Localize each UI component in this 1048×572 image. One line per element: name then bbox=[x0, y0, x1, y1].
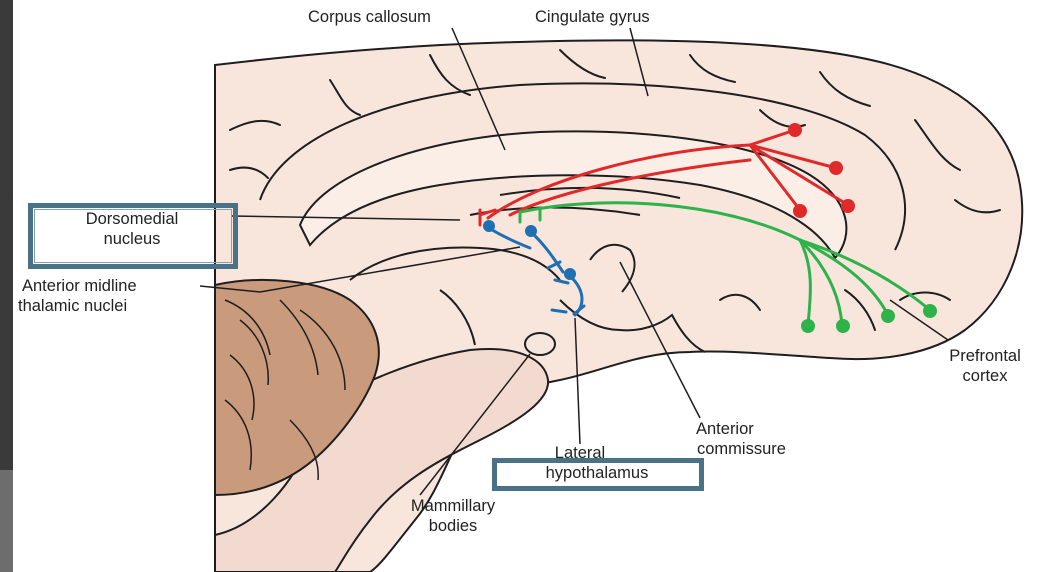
label-prefrontal-line2: cortex bbox=[920, 367, 1048, 386]
label-anterior-midline-line1: Anterior midline bbox=[22, 277, 137, 296]
label-corpus-callosum: Corpus callosum bbox=[308, 8, 431, 27]
label-mammillary-line1: Mammillary bbox=[378, 497, 528, 516]
label-cingulate-gyrus: Cingulate gyrus bbox=[535, 8, 650, 27]
label-anterior-commissure-line1: Anterior bbox=[696, 420, 754, 439]
label-anterior-commissure-line2: commissure bbox=[697, 440, 786, 459]
mammillary-body bbox=[525, 333, 555, 355]
label-mammillary-line2: bodies bbox=[378, 517, 528, 536]
highlight-box-dorsomedial-nucleus bbox=[28, 203, 238, 269]
label-anterior-midline-line2: thalamic nuclei bbox=[18, 297, 127, 316]
highlight-box-lateral-hypothalamus bbox=[492, 458, 704, 491]
label-prefrontal-line1: Prefrontal bbox=[920, 347, 1048, 366]
